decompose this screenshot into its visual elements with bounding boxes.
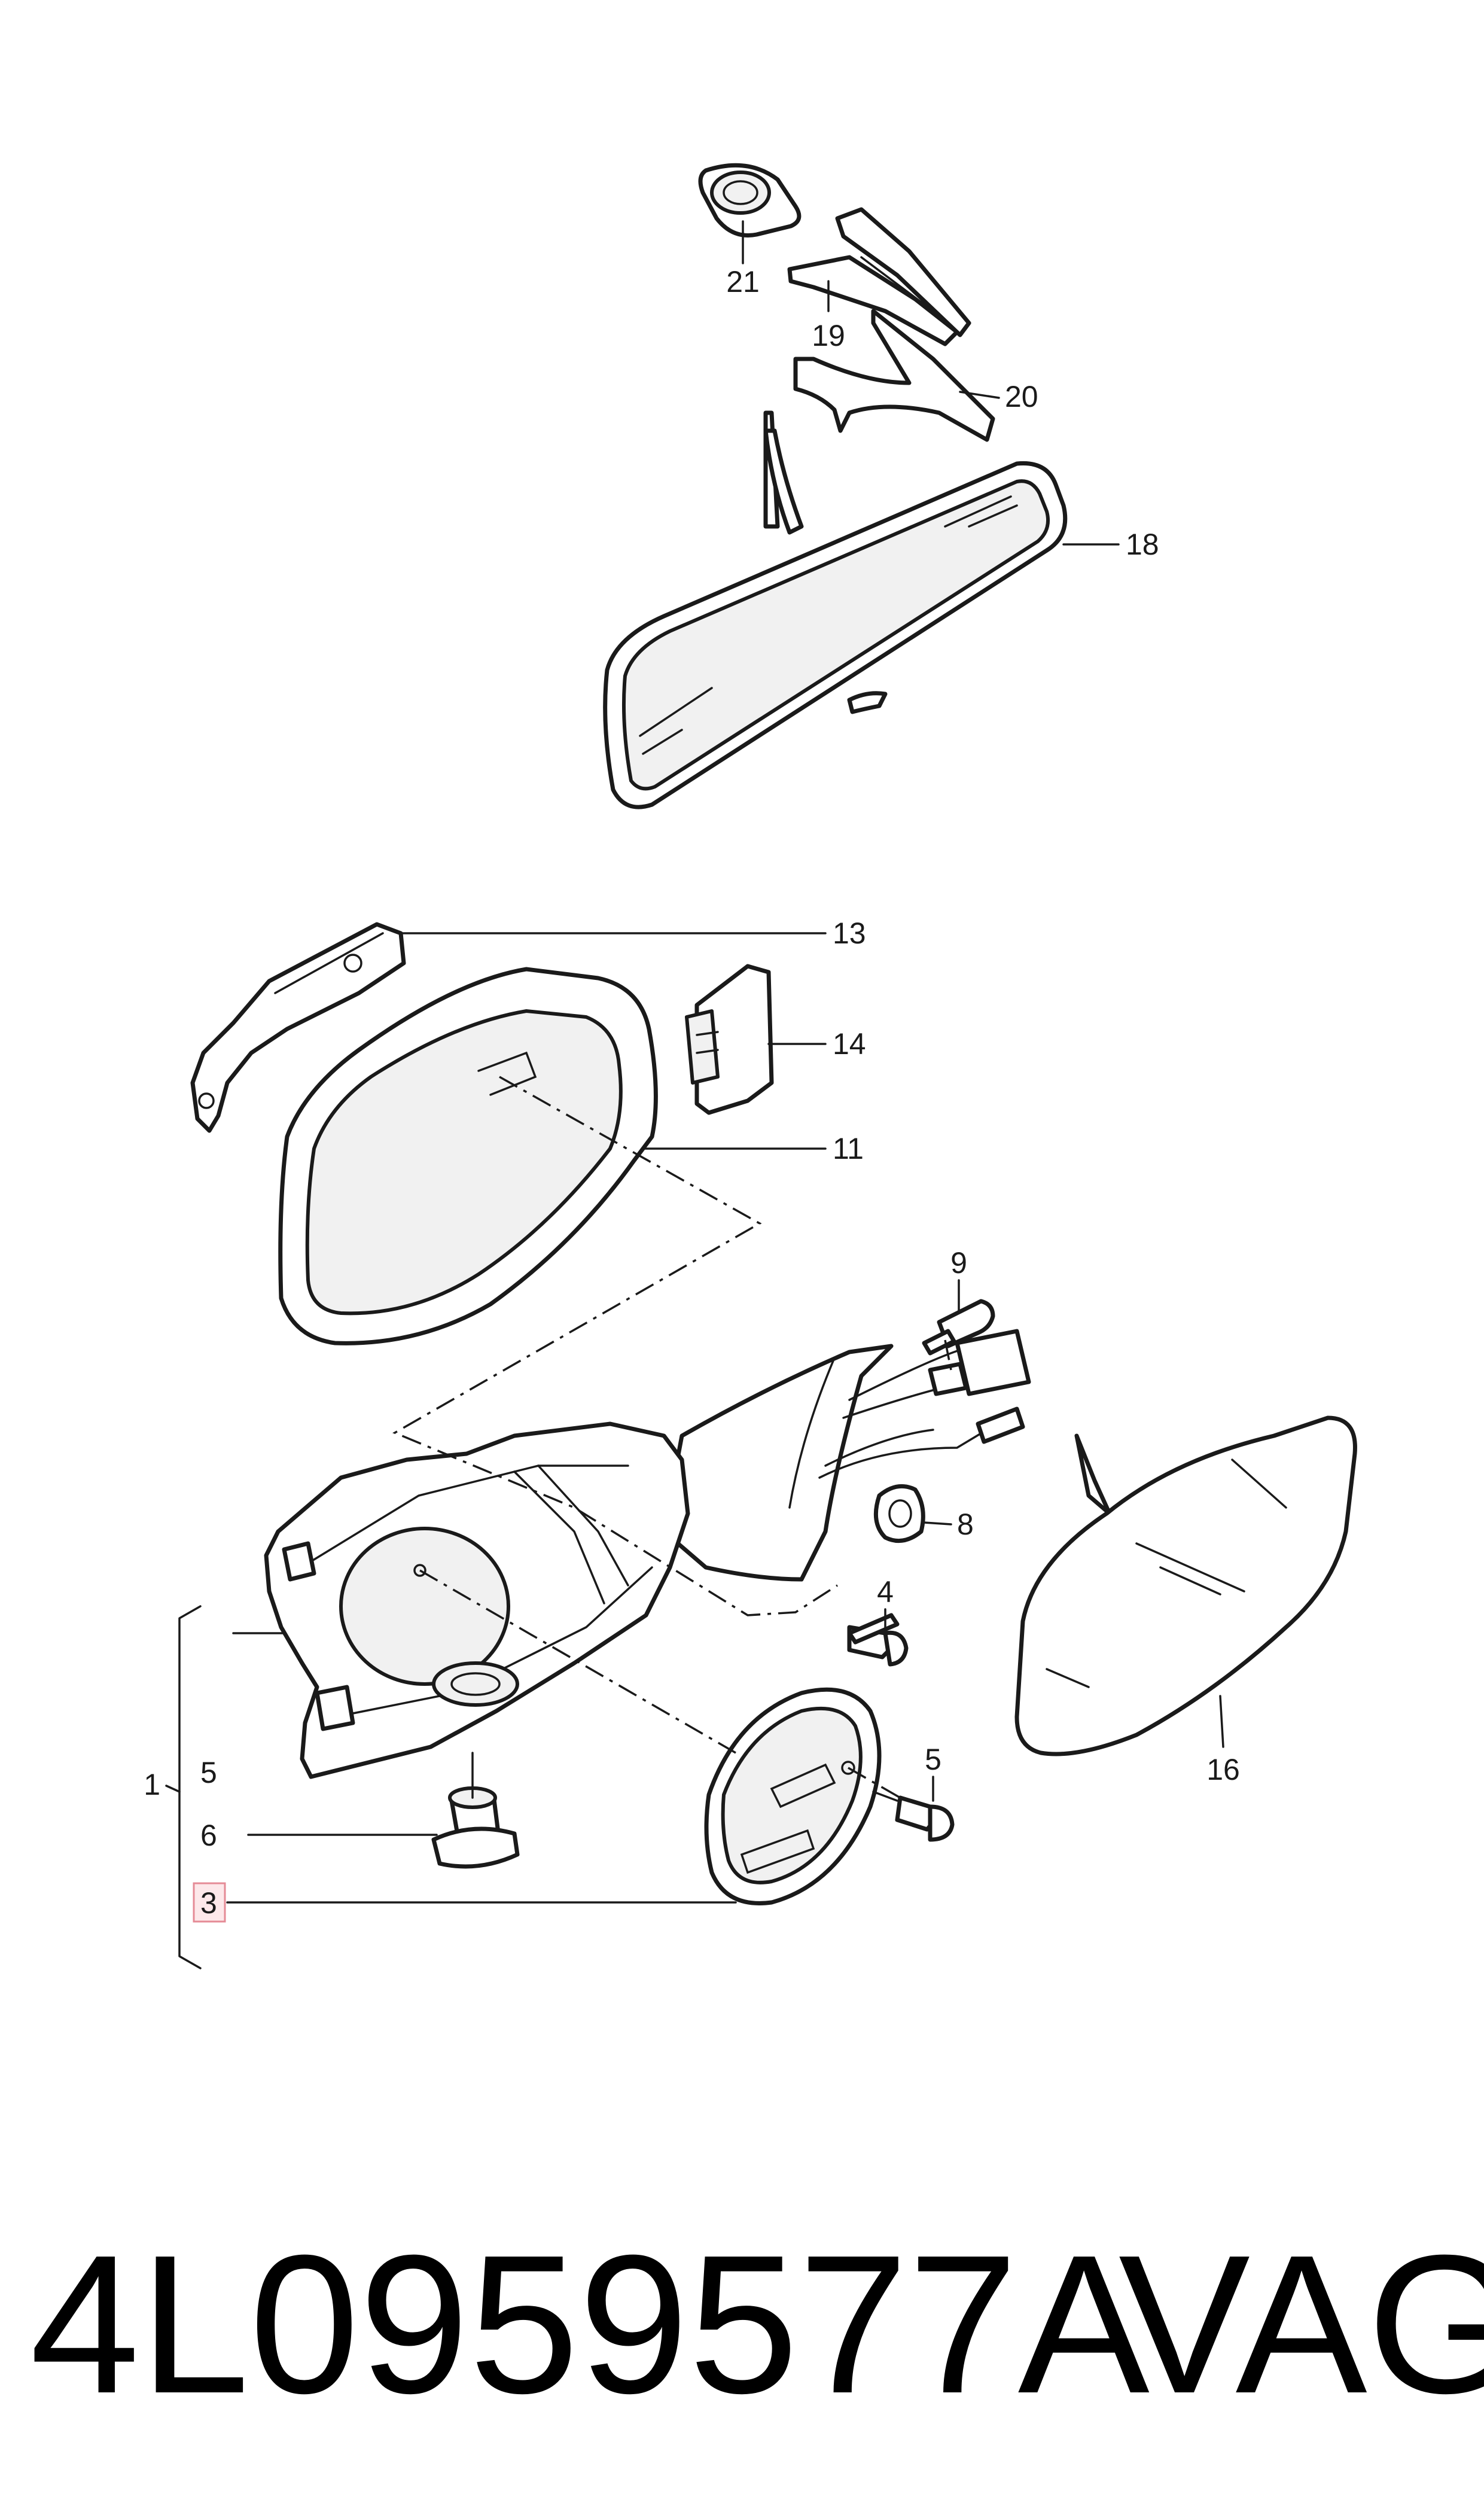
- callout-19: 19: [812, 319, 845, 352]
- brand-label: VAG: [1119, 2213, 1484, 2434]
- callout-5-frame: 5: [200, 1756, 217, 1789]
- sensor-part-21: [698, 163, 802, 238]
- cap-part-6: [431, 1786, 520, 1869]
- callouts: 21 19 20 18 13 14 11 9 8 4 5 16 1 5 6 3: [144, 265, 1240, 1923]
- bracket-part-13: [190, 922, 406, 1133]
- footer: 4L0959577A VAG: [0, 2213, 1484, 2453]
- assembly-lines: [392, 1076, 952, 1799]
- callout-21: 21: [726, 265, 760, 299]
- grommet-part-8: [873, 1484, 925, 1543]
- callout-1: 1: [144, 1768, 160, 1801]
- callout-11: 11: [833, 1132, 864, 1165]
- cover-part-19: [787, 207, 971, 346]
- screw-part-5: [872, 1791, 955, 1842]
- screw-part-4: [847, 1613, 909, 1667]
- screw-part-9: [922, 1299, 995, 1356]
- part-number: 4L0959577A: [30, 2213, 1150, 2434]
- callout-4: 4: [877, 1575, 894, 1609]
- mirror-housing-part-11: [278, 967, 658, 1345]
- mirror-glass-part-16: [1014, 1415, 1357, 1756]
- callout-6: 6: [200, 1819, 217, 1852]
- interior-mirror-part-18: [603, 410, 1068, 809]
- module-part-14: [685, 964, 774, 1115]
- adjustment-plate-part-3: [704, 1687, 882, 1905]
- callout-20: 20: [1005, 380, 1038, 413]
- mirror-frame-part-5: [264, 1421, 690, 1779]
- callout-3-highlighted[interactable]: 3: [200, 1886, 217, 1920]
- callout-8: 8: [957, 1508, 974, 1541]
- callout-13: 13: [833, 917, 866, 950]
- callout-14: 14: [833, 1027, 866, 1061]
- callout-9: 9: [950, 1246, 967, 1280]
- leader-lines: [165, 220, 1224, 1969]
- mirror-base-assembly: [662, 1329, 1031, 1582]
- callout-5-screw: 5: [925, 1743, 941, 1776]
- highlight-box: [193, 1882, 226, 1923]
- callout-18: 18: [1126, 528, 1159, 561]
- callout-16: 16: [1206, 1753, 1240, 1786]
- cover-part-20: [793, 309, 995, 442]
